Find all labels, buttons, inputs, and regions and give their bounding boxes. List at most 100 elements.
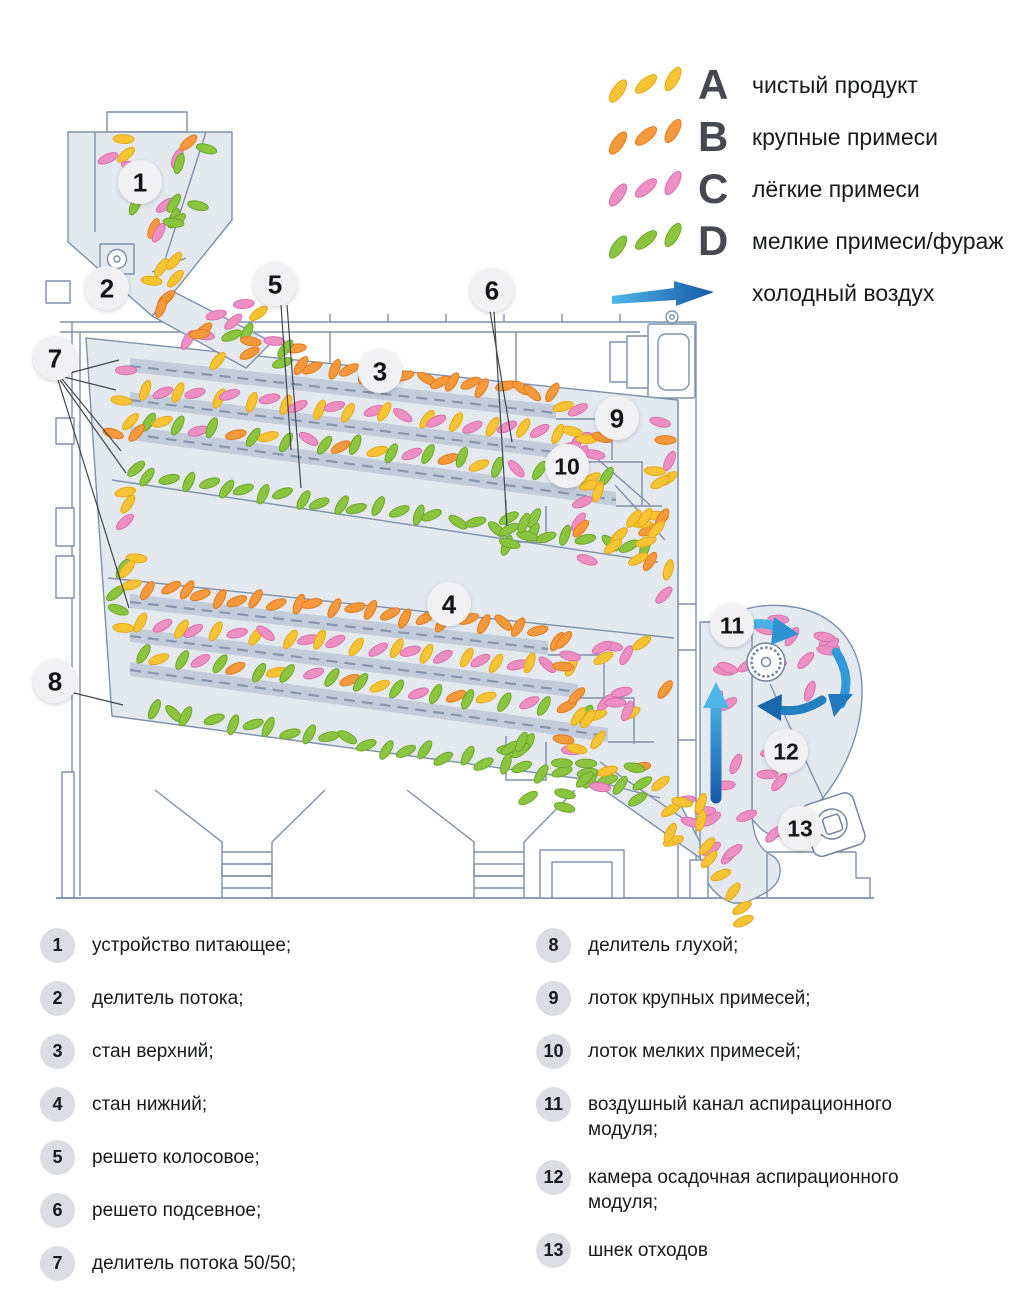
seed-orange — [302, 361, 323, 375]
seed-yellow — [459, 647, 474, 668]
seed-pink — [619, 645, 634, 666]
large-impurity-seeds-icon — [608, 119, 682, 155]
seed-green — [337, 730, 358, 745]
item-label: лоток крупных примесей; — [588, 988, 811, 1009]
seed-yellow — [122, 412, 139, 431]
seed-orange — [248, 589, 263, 609]
item-number: 4 — [40, 1087, 75, 1122]
item-label: шнек отходов — [588, 1240, 708, 1261]
seed-green — [355, 739, 377, 752]
seed-green — [575, 758, 598, 769]
seed-yellow — [648, 520, 665, 539]
seed-yellow — [245, 391, 258, 413]
sieve-bars — [129, 358, 666, 781]
seed-yellow — [120, 579, 142, 591]
seed-pink — [258, 393, 281, 405]
seed-orange — [545, 382, 560, 403]
seed-orange — [642, 551, 658, 572]
diagram-badge-9: 9 — [610, 403, 624, 433]
small-impurity-seeds-icon — [608, 223, 682, 259]
item-label: решето подсевное; — [92, 1200, 262, 1221]
diagram-badge-2: 2 — [100, 273, 114, 303]
seed-yellow — [167, 269, 184, 288]
seed-pink — [717, 661, 739, 674]
seed-orange — [239, 336, 262, 347]
seed-green — [279, 664, 295, 683]
seed-yellow — [112, 134, 135, 145]
seed-yellow — [148, 653, 170, 666]
seed-yellow — [488, 653, 504, 674]
seed-pink — [115, 513, 134, 531]
seed-yellow — [635, 536, 657, 548]
diagram-badge-7: 7 — [48, 343, 62, 373]
seed-pink — [205, 309, 227, 321]
seed-yellow — [565, 743, 588, 755]
seed-green — [271, 357, 294, 369]
seed-orange — [474, 378, 489, 398]
seed-yellow — [369, 679, 391, 693]
seed-green — [448, 514, 468, 530]
seed-orange — [188, 328, 211, 340]
seed-pink — [496, 420, 518, 434]
seed-pink — [190, 653, 211, 668]
seed-yellow — [257, 431, 279, 443]
seed-pink — [655, 586, 673, 604]
seed-pink — [723, 843, 743, 860]
seed-green — [379, 740, 394, 760]
legend-label: лёгкие примеси — [752, 175, 920, 202]
air-flow-arrows — [703, 617, 853, 804]
seed-yellow — [643, 466, 666, 477]
seed-pink — [507, 459, 525, 478]
list-item: 4 стан нижний; — [40, 1087, 510, 1122]
seed-orange — [179, 134, 198, 151]
collection-hoppers — [154, 789, 625, 899]
seed-yellow — [570, 707, 587, 726]
seed-pink — [572, 496, 593, 509]
seed-yellow — [139, 379, 152, 401]
seed-pink — [470, 653, 491, 668]
seed-pink — [407, 687, 429, 700]
seed-pink — [368, 642, 388, 657]
seed-green — [162, 217, 185, 228]
seed-green — [245, 427, 261, 447]
seed-yellow — [340, 402, 355, 423]
item-label: стан нижний; — [92, 1094, 208, 1115]
item-number: 12 — [536, 1160, 571, 1195]
seed-pink — [771, 773, 788, 792]
seed-green — [107, 603, 129, 616]
seed-pink — [152, 386, 174, 400]
seed-green — [388, 505, 410, 518]
seed-orange — [657, 680, 673, 699]
legend-label: крупные примеси — [752, 123, 939, 150]
item-label: делитель потока; — [92, 988, 244, 1009]
seed-green — [170, 415, 185, 436]
seed-pink — [325, 634, 346, 649]
seed-pink — [729, 753, 743, 775]
seed-pink — [538, 656, 557, 674]
seed-green — [227, 714, 240, 736]
machine-diagram: 1 2 3 4 5 6 7 8 9 10 11 12 13 — [33, 111, 874, 928]
seed-green — [277, 339, 294, 358]
feed-hopper — [67, 111, 273, 369]
seed-green — [324, 668, 340, 687]
seed-pink — [462, 420, 483, 434]
item-number: 7 — [40, 1246, 75, 1281]
seed-pink — [323, 400, 346, 413]
seed-green — [491, 456, 504, 478]
seed-orange — [128, 424, 145, 442]
diagram-badge-3: 3 — [373, 356, 387, 386]
seed-yellow — [561, 425, 584, 437]
seed-green — [173, 152, 185, 175]
seed-green — [417, 740, 433, 760]
seed-pink — [298, 431, 319, 446]
seed-yellow — [516, 418, 531, 438]
seed-yellow — [171, 382, 185, 403]
seed-green — [218, 479, 235, 499]
seed-orange — [523, 384, 542, 402]
item-number: 5 — [40, 1140, 75, 1175]
seed-orange — [328, 358, 341, 380]
